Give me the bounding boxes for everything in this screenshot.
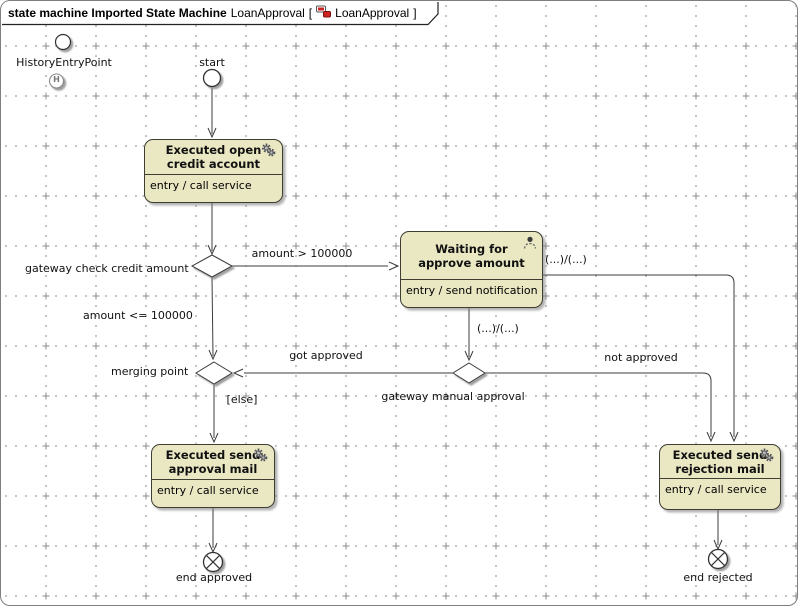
transition-waiting-to-gateway-manual[interactable] (464, 306, 474, 362)
state-title-line2: approval mail (168, 462, 258, 476)
transition-start-to-open-credit[interactable] (207, 87, 217, 139)
gateway-manual-label: gateway manual approval (381, 390, 525, 403)
transition-label-else: [else] (226, 393, 258, 406)
gateway-check-label: gateway check credit amount (25, 262, 189, 275)
state-executed-open-credit-account[interactable]: Executed open credit account entry / cal… (144, 139, 283, 203)
state-title-line2: approve amount (418, 255, 525, 270)
gears-icon (252, 448, 270, 463)
state-title-line1: Executed send (672, 447, 768, 462)
transition-label-waiting-manual: (...)/(...) (477, 322, 519, 335)
shallow-history-symbol: H (53, 75, 60, 84)
state-title-line2: credit account (166, 157, 261, 171)
state-title-line1: Executed open (165, 143, 262, 157)
frame-tab-border (2, 2, 439, 26)
state-title: Executed send rejection mail (660, 445, 780, 479)
transition-not-approved[interactable] (485, 372, 716, 443)
person-icon (522, 235, 538, 251)
transition-label-got-approved: got approved (289, 349, 363, 362)
gateway-check-credit-diamond[interactable] (190, 254, 234, 278)
start-label: start (199, 56, 225, 69)
tab-ref-name: LoanApproval (335, 6, 410, 20)
state-waiting-for-approve-amount[interactable]: Waiting for approve amount entry / send … (400, 231, 543, 308)
tab-kind-label: state machine Imported State Machine (8, 6, 227, 20)
frame-tab-shape[interactable] (2, 2, 438, 25)
transition-amount-le-100000[interactable] (208, 276, 218, 361)
history-entry-point-label: HistoryEntryPoint (16, 56, 112, 69)
state-machine-icon (316, 5, 332, 21)
transition-open-credit-to-gateway-check[interactable] (207, 201, 217, 256)
state-entry-action: entry / send notification (406, 284, 538, 297)
tab-close-bracket: ] (413, 6, 417, 20)
end-approved-node[interactable] (202, 551, 224, 573)
transition-waiting-to-rejection[interactable] (541, 274, 739, 443)
start-node[interactable] (202, 68, 222, 88)
transition-label-not-approved: not approved (604, 351, 678, 364)
shallow-history-node[interactable] (48, 73, 65, 89)
end-approved-label: end approved (175, 571, 253, 584)
merging-point-label: merging point (111, 365, 189, 378)
state-executed-send-approval-mail[interactable]: Executed send approval mail entry / call… (151, 444, 275, 508)
transition-else-to-approval-mail[interactable] (209, 384, 219, 444)
state-entry-action: entry / call service (150, 179, 252, 192)
gears-icon (260, 143, 278, 158)
end-rejected-label: end rejected (683, 571, 753, 584)
state-entry-action: entry / call service (157, 484, 259, 497)
frame-tab-title: state machine Imported State Machine Loa… (8, 5, 417, 21)
state-title-line1: Executed send (165, 448, 261, 462)
state-title-line1: Waiting for (435, 241, 508, 256)
merging-point-diamond[interactable] (195, 361, 233, 385)
state-entry-action: entry / call service (665, 483, 767, 496)
gateway-manual-approval-diamond[interactable] (452, 362, 486, 384)
state-title: Executed send approval mail (152, 445, 274, 480)
state-title: Executed open credit account (145, 140, 282, 175)
transition-amount-gt-100000[interactable] (232, 261, 400, 271)
state-executed-send-rejection-mail[interactable]: Executed send rejection mail entry / cal… (659, 444, 781, 510)
tab-diagram-name: LoanApproval (230, 6, 305, 20)
history-entry-point-node[interactable] (54, 33, 72, 51)
transition-label-amount-gt: amount > 100000 (251, 247, 353, 260)
state-title: Waiting for approve amount (401, 232, 542, 280)
transition-got-approved[interactable] (232, 368, 453, 378)
gears-icon (758, 448, 776, 463)
end-rejected-node[interactable] (707, 548, 729, 570)
transition-label-waiting-reject: (...)/(...) (545, 253, 587, 266)
tab-open-bracket: [ (308, 6, 313, 20)
transition-label-amount-le: amount <= 100000 (83, 309, 193, 322)
state-title-line2: rejection mail (675, 461, 765, 476)
